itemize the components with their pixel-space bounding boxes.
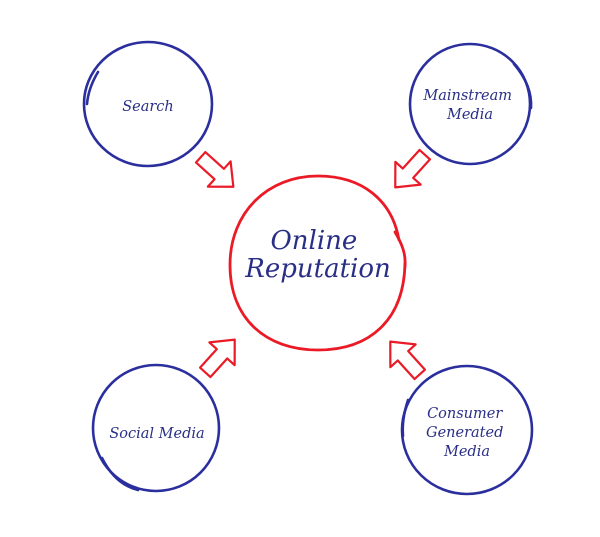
search-ring-overlap	[85, 70, 100, 106]
center-label-line-1: Online	[270, 226, 357, 256]
search-ring	[82, 40, 214, 168]
mainstream-media-label: Mainstream Media	[422, 88, 516, 123]
arrow-social-media-to-center	[198, 338, 236, 379]
node-mainstream-media: Mainstream Media	[408, 42, 533, 166]
arrow-search-to-center	[194, 150, 235, 188]
center-ring-overlap	[393, 230, 407, 268]
consumer-generated-media-label-line-2: Generated	[426, 425, 503, 441]
mainstream-media-label-line-1: Mainstream	[422, 88, 512, 104]
consumer-generated-media-label: Consumer Generated Media	[426, 406, 508, 460]
social-media-label: Social Media	[109, 426, 204, 442]
consumer-generated-media-ring-overlap	[401, 398, 410, 438]
social-media-ring	[91, 363, 221, 493]
social-media-ring-overlap	[100, 456, 140, 492]
consumer-generated-media-label-line-1: Consumer	[427, 406, 503, 422]
arrow-search-shape	[194, 150, 235, 188]
mainstream-media-label-line-2: Media	[446, 107, 493, 123]
arrow-mainstream-media-to-center	[394, 148, 432, 189]
mainstream-media-ring	[408, 42, 532, 166]
center-node: Online Reputation	[228, 174, 407, 352]
arrow-consumer-generated-media-to-center	[389, 340, 427, 381]
arrow-mainstream-media-shape	[394, 148, 432, 189]
mainstream-media-ring-overlap	[512, 62, 533, 110]
arrow-consumer-generated-media-shape	[389, 340, 427, 381]
node-social-media: Social Media	[91, 363, 221, 493]
consumer-generated-media-label-line-3: Media	[443, 444, 490, 460]
center-ring	[228, 174, 407, 352]
search-label: Search	[122, 99, 174, 115]
social-media-label-line-1: Social Media	[109, 426, 204, 442]
node-search: Search	[82, 40, 214, 168]
center-label: Online Reputation	[244, 226, 390, 284]
arrow-social-media-shape	[198, 338, 236, 379]
node-consumer-generated-media: Consumer Generated Media	[400, 364, 534, 496]
search-label-line-1: Search	[122, 99, 174, 115]
center-label-line-2: Reputation	[244, 254, 390, 284]
